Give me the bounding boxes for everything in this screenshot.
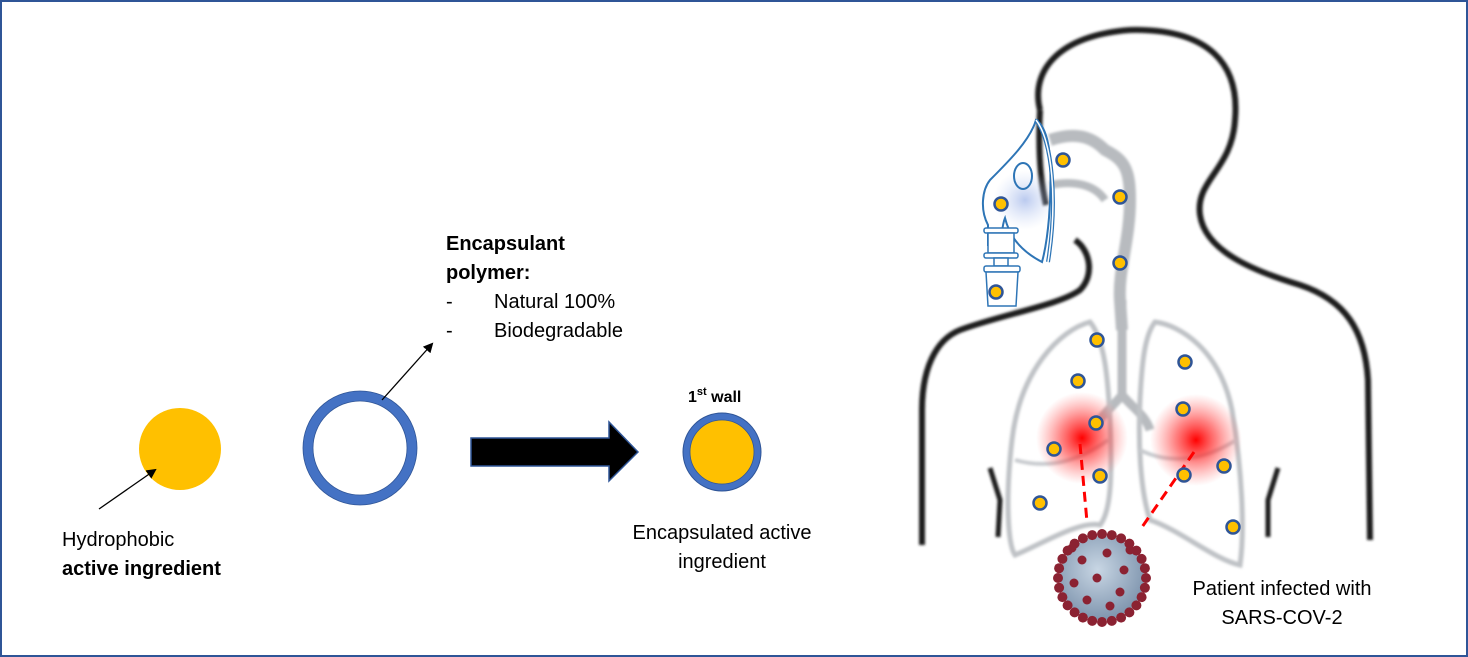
process-arrow (470, 420, 640, 483)
drug-particle (1112, 189, 1128, 205)
virus-spike (1097, 617, 1107, 627)
drug-particle (1177, 354, 1193, 370)
mask-mist (993, 170, 1057, 230)
drug-particle (1176, 467, 1192, 483)
right-lung (1136, 319, 1245, 568)
virus-spike (1054, 563, 1065, 574)
virus-spike (1054, 582, 1065, 593)
pointer-arrow-active-ingredient (98, 468, 157, 510)
drug-particle (988, 284, 1004, 300)
encapsulant-title-line2: polymer: (446, 262, 531, 284)
active-ingredient-label-line1: Hydrophobic (62, 529, 175, 551)
encapsulant-title-line1: Encapsulant (446, 233, 565, 255)
virus-spike (1124, 607, 1135, 618)
drug-particle (1089, 332, 1105, 348)
virus-spike (1116, 612, 1127, 623)
virus-spike (1077, 612, 1088, 623)
virus-spike (1125, 545, 1135, 555)
encapsulated-caption-line2: ingredient (678, 551, 766, 573)
drug-particle (1088, 415, 1104, 431)
drug-particle (1055, 152, 1071, 168)
encapsulant-bullet: - Natural 100% (446, 288, 623, 317)
first-wall-label-sup: st (696, 386, 707, 398)
patient-label-line1: Patient infected with (1192, 578, 1372, 600)
first-wall-label: 1st wall (688, 383, 741, 412)
virus-spike (1082, 595, 1092, 605)
drug-particle (1032, 495, 1048, 511)
virus-spike (1069, 607, 1080, 618)
active-ingredient-core (139, 408, 221, 490)
virus-spike (1097, 529, 1107, 539)
drug-particles (988, 152, 1241, 535)
sars-cov-2-virus (1053, 529, 1151, 627)
virus-spike (1062, 600, 1073, 611)
virus-spike (1087, 530, 1098, 541)
body-outline-left (1035, 26, 1373, 541)
drug-particle (993, 196, 1009, 212)
infection-link-left (1078, 443, 1089, 523)
virus-spike (1057, 592, 1068, 603)
virus-spike (1067, 543, 1077, 553)
virus-spike (1077, 555, 1087, 565)
arm-left-line (987, 467, 1003, 538)
bullet-dash: - (446, 291, 453, 313)
bullet-dash: - (446, 320, 453, 342)
mask-tube-ring (983, 265, 1021, 273)
ring-inner-edge (312, 400, 408, 496)
encapsulant-bullet: - Biodegradable (446, 317, 623, 346)
virus-spike (1139, 582, 1150, 593)
active-ingredient-label-line2: active ingredient (62, 558, 221, 580)
virus-spike (1077, 533, 1088, 544)
oxygen-mask (982, 118, 1057, 307)
arm-right-line (1265, 467, 1281, 537)
virus-spike (1136, 592, 1147, 603)
virus-spike (1106, 530, 1117, 541)
virus-spike (1105, 601, 1115, 611)
mask-rim-highlight (1035, 119, 1054, 263)
drug-particle (1216, 458, 1232, 474)
virus-spike (1069, 578, 1079, 588)
virus-spike (1131, 600, 1142, 611)
virus-spike (1102, 548, 1112, 558)
encapsulant-polymer-ring (303, 391, 417, 505)
first-wall-label-rest: wall (706, 389, 742, 406)
pointer-arrow-encapsulant (381, 342, 434, 401)
drug-particle (1225, 519, 1241, 535)
virus-spike (1092, 573, 1102, 583)
virus-spike (1139, 563, 1150, 574)
encapsulated-capsule-core (689, 419, 755, 485)
drug-particle (1175, 401, 1191, 417)
virus-spike (1116, 533, 1127, 544)
virus-spike (1136, 553, 1147, 564)
bullet-text: Natural 100% (494, 291, 616, 313)
virus-spike (1141, 573, 1151, 583)
mask-tube-neck (993, 257, 1009, 267)
encapsulant-polymer-label: Encapsulant polymer: - Natural 100% - Bi… (446, 230, 623, 346)
active-ingredient-label: Hydrophobic active ingredient (62, 526, 221, 584)
patient-label-line2: SARS-COV-2 (1221, 607, 1343, 629)
infection-glow-left-lung (1036, 392, 1128, 484)
mask-valve (1013, 162, 1033, 190)
mask-connector-body (987, 232, 1015, 254)
first-wall-label-num: 1 (688, 389, 697, 406)
virus-spike (1115, 587, 1125, 597)
drug-particle (1112, 255, 1128, 271)
virus-spike (1106, 615, 1117, 626)
virus-spike (1057, 553, 1068, 564)
virus-spike (1053, 573, 1063, 583)
virus-spike (1087, 615, 1098, 626)
drug-particle (1070, 373, 1086, 389)
virus-spike (1119, 565, 1129, 575)
ring-outer-edge (302, 390, 418, 506)
drug-particle (1092, 468, 1108, 484)
encapsulated-ingredient-caption: Encapsulated active ingredient (612, 519, 832, 577)
bullet-text: Biodegradable (494, 320, 623, 342)
encapsulated-caption-line1: Encapsulated active (632, 522, 812, 544)
drug-particle (1046, 441, 1062, 457)
patient-label: Patient infected with SARS-COV-2 (1166, 575, 1398, 633)
oral-airway (1049, 179, 1109, 203)
